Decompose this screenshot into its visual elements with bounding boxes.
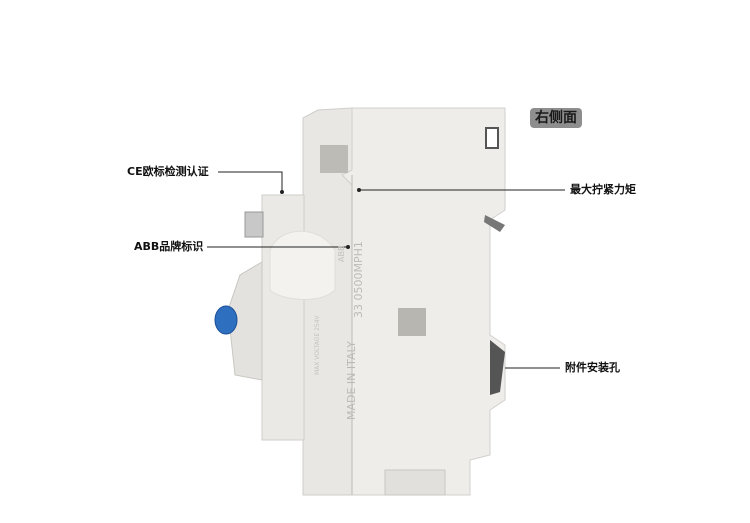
- accessory-hole: [490, 340, 505, 395]
- qr-code-bottom: [398, 308, 426, 336]
- leader-ce: [218, 171, 283, 192]
- test-button: [244, 211, 264, 238]
- callout-torque: 最大拧紧力矩: [570, 183, 636, 196]
- callout-ce: CE欧标检测认证: [127, 165, 209, 178]
- top-clip: [485, 127, 499, 149]
- qr-code-top: [320, 145, 348, 173]
- made-in-marking: MADE IN ITALY: [345, 341, 358, 420]
- voltage-marking: MAX VOLTAGE 254V: [314, 315, 321, 375]
- code-marking: 33 0500MPH1: [352, 241, 365, 318]
- callout-abb: ABB品牌标识: [134, 240, 204, 253]
- brand-marking: ABB: [337, 245, 346, 262]
- callout-accessory: 附件安装孔: [565, 361, 620, 374]
- blue-knob: [214, 305, 238, 335]
- toggle-handle: [227, 261, 263, 381]
- breaker-main-body: [341, 107, 506, 496]
- side-badge: 右侧面: [530, 108, 582, 128]
